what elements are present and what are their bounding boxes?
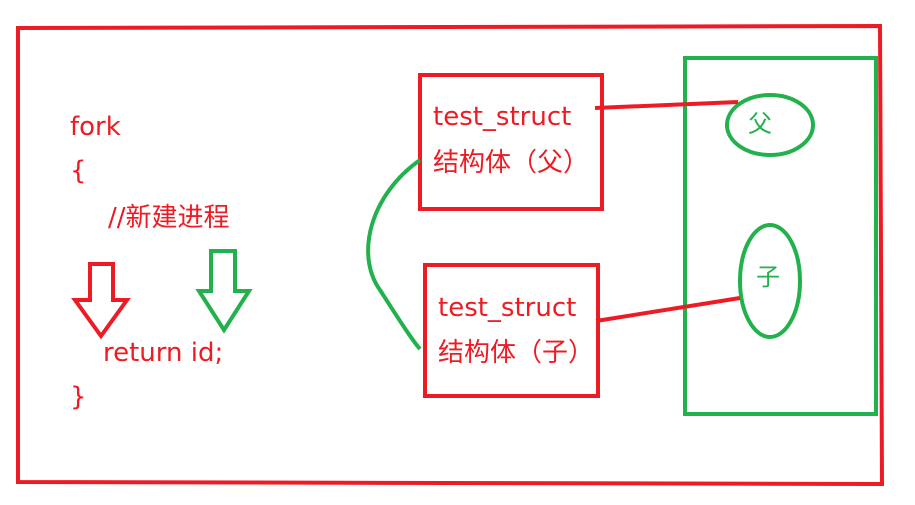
process-child-label: 子 <box>756 263 780 291</box>
code-return: return id; <box>103 338 224 368</box>
struct-child-label: 结构体（子） <box>438 338 595 368</box>
connector-parent <box>594 100 739 110</box>
code-fork: fork <box>70 112 121 142</box>
green-link-curve <box>366 158 422 351</box>
struct-box-child <box>423 263 600 398</box>
parent-process-ellipse <box>725 93 815 157</box>
struct-parent-name: test_struct <box>433 102 572 132</box>
green-down-arrow-icon <box>195 249 253 334</box>
code-open-brace: { <box>70 156 87 186</box>
struct-parent-label: 结构体（父） <box>433 148 590 178</box>
struct-box-parent <box>418 73 604 211</box>
struct-child-name: test_struct <box>438 293 577 323</box>
code-comment: //新建进程 <box>108 203 230 233</box>
outer-frame <box>16 23 885 487</box>
connector-child <box>595 296 741 323</box>
process-parent-label: 父 <box>748 110 772 138</box>
red-down-arrow-icon <box>71 262 131 340</box>
process-region <box>683 56 878 416</box>
child-process-ellipse <box>738 223 802 339</box>
code-close-brace: } <box>70 382 87 412</box>
